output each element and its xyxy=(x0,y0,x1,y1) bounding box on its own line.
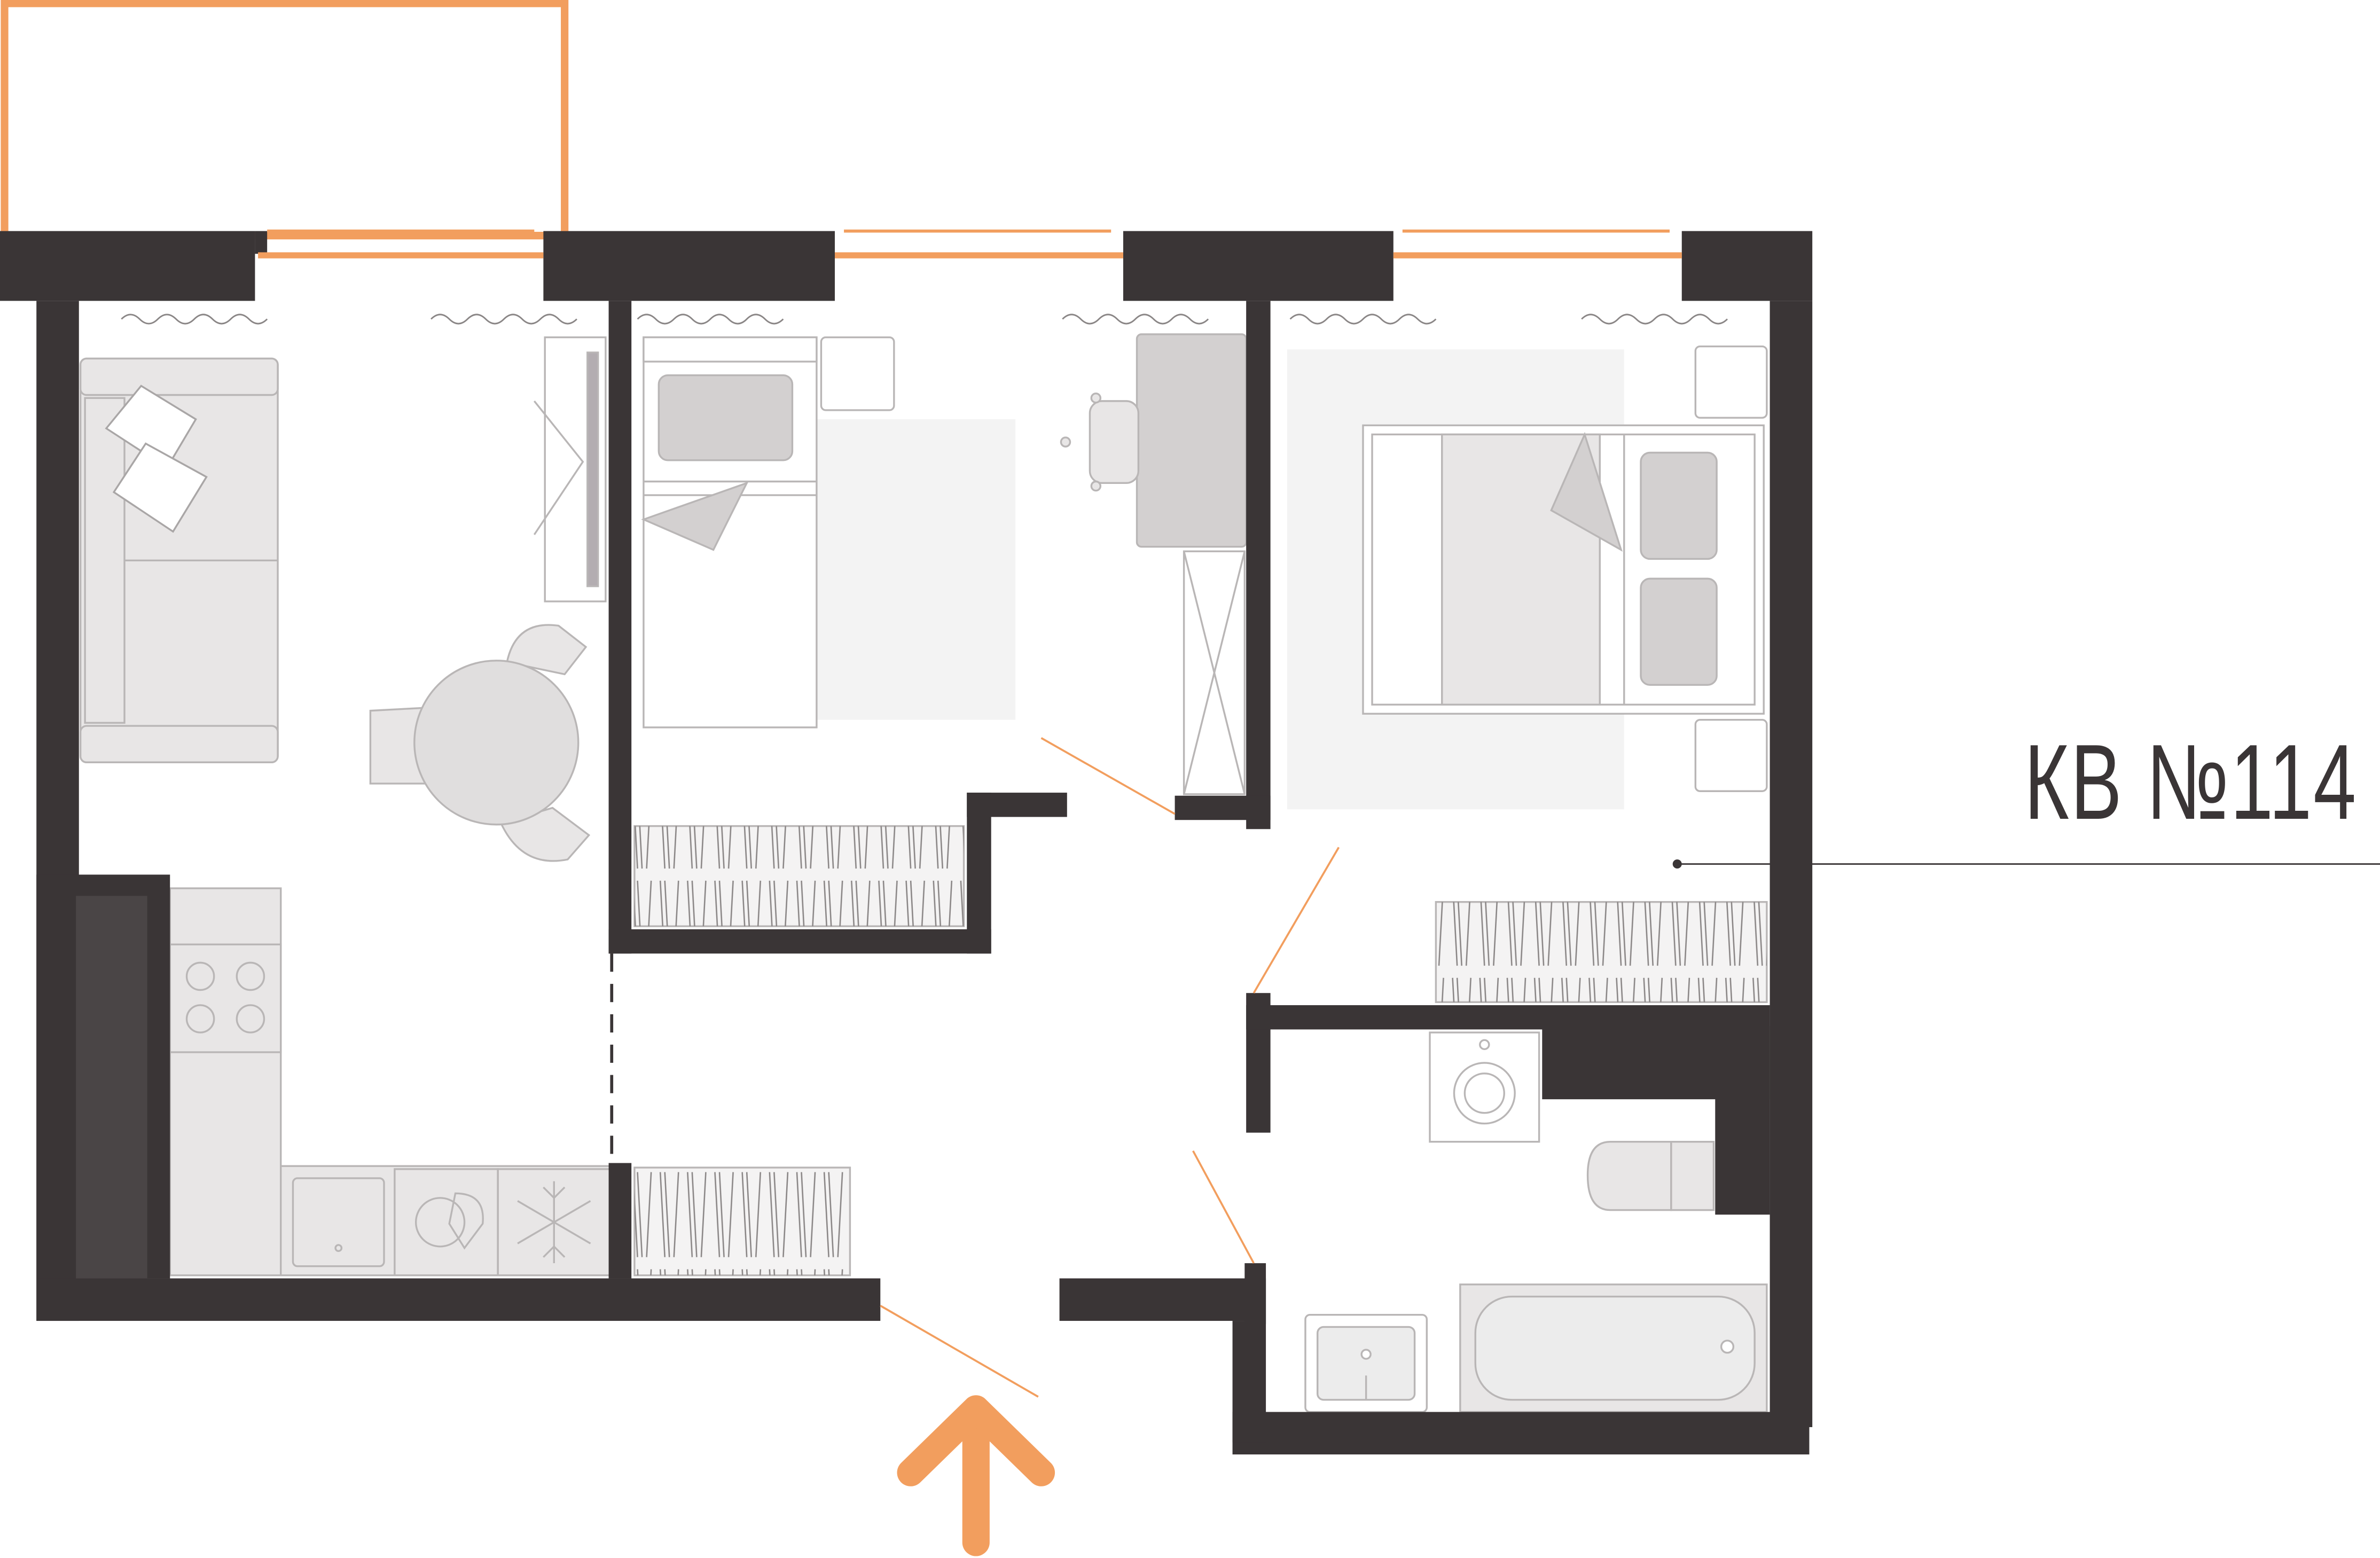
snowflake-icon xyxy=(497,1168,612,1277)
label-leader-dot xyxy=(1672,859,1682,869)
sofa xyxy=(79,357,279,763)
arrow-up-icon xyxy=(897,1395,1055,1556)
balcony xyxy=(1,0,569,240)
wardrobe-narrow xyxy=(1183,550,1246,795)
stove-icon xyxy=(169,943,282,1053)
bathtub-icon xyxy=(1459,1283,1768,1413)
kitchen-sink-icon xyxy=(292,1177,385,1267)
desk xyxy=(1060,333,1247,548)
cushion-icon xyxy=(105,385,208,533)
apartment-number-label: КВ №114 xyxy=(2024,723,2358,842)
walls xyxy=(0,231,1813,1455)
dining-table xyxy=(369,624,591,862)
kitchen-counter xyxy=(169,887,612,1277)
double-bed xyxy=(1362,424,1765,715)
windows xyxy=(258,229,1682,259)
curtains xyxy=(121,314,1728,325)
washing-machine-icon xyxy=(1429,1031,1540,1143)
single-bed xyxy=(641,336,818,729)
tv-stand xyxy=(533,336,607,602)
nightstand xyxy=(1694,718,1768,792)
kitchen-column-inner xyxy=(76,896,147,1279)
bathroom-sink-icon xyxy=(1304,1313,1428,1413)
rug-bedroom-left xyxy=(816,419,1016,720)
nightstand xyxy=(820,336,895,411)
toilet-icon xyxy=(1586,1140,1715,1211)
door-swings xyxy=(880,737,1340,1398)
nightstand xyxy=(1694,345,1768,419)
